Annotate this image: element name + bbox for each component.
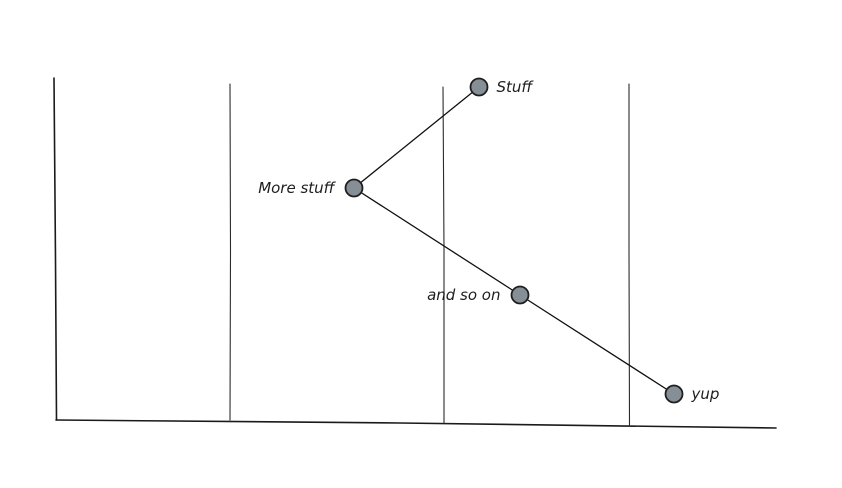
y-axis-line bbox=[53, 77, 58, 421]
node-label-more-stuff: More stuff bbox=[258, 179, 336, 197]
node-dot-more-stuff[interactable] bbox=[344, 178, 364, 198]
node-label-stuff: Stuff bbox=[497, 78, 535, 96]
node-dot-stuff[interactable] bbox=[469, 77, 489, 97]
connector-and-so-on-to-yup bbox=[519, 294, 675, 395]
x-axis-line bbox=[55, 419, 777, 429]
node-more-stuff[interactable]: More stuff bbox=[258, 178, 364, 198]
divider-line-3 bbox=[628, 83, 631, 427]
connector-layer bbox=[353, 86, 675, 395]
connector-stuff-to-more-stuff bbox=[353, 86, 480, 189]
node-dot-and-so-on[interactable] bbox=[510, 285, 530, 305]
node-stuff[interactable]: Stuff bbox=[469, 77, 535, 97]
divider-line-2 bbox=[442, 86, 445, 424]
divider-line-1 bbox=[229, 83, 232, 421]
node-dot-yup[interactable] bbox=[664, 384, 684, 404]
connector-more-stuff-to-and-so-on bbox=[353, 187, 521, 296]
node-yup[interactable]: yup bbox=[664, 384, 720, 404]
node-label-and-so-on: and so on bbox=[427, 286, 500, 304]
node-label-yup: yup bbox=[691, 385, 720, 403]
node-and-so-on[interactable]: and so on bbox=[427, 285, 530, 305]
